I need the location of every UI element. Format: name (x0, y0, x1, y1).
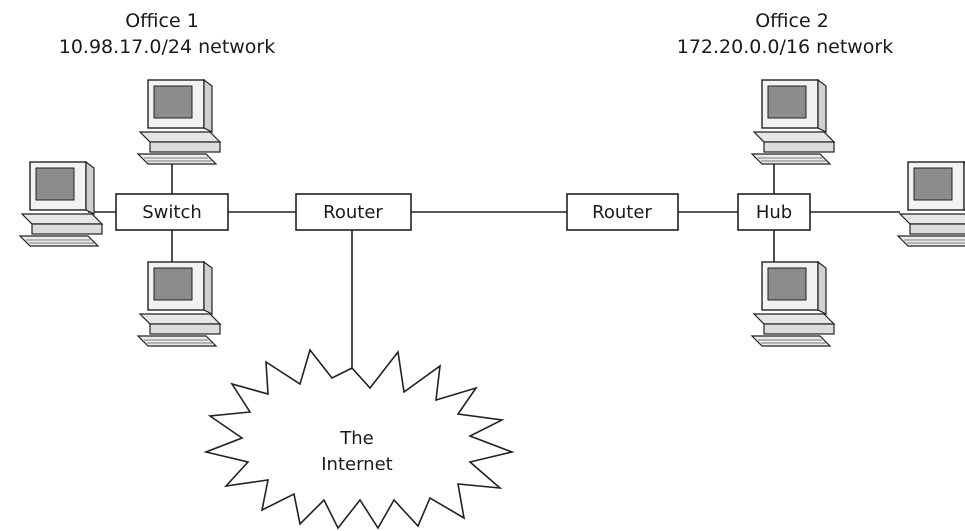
internet-label-line-1: The (339, 428, 373, 449)
computer-icon (751, 261, 835, 347)
router-1-label: Router (323, 202, 383, 223)
office-1-name: Office 1 (125, 10, 199, 32)
computer-icon (897, 161, 965, 247)
computer-icon (751, 79, 835, 165)
switch-label: Switch (142, 202, 202, 223)
router-node-office-1: Router (295, 193, 412, 231)
internet-label-line-2: Internet (321, 454, 392, 475)
hub-node: Hub (737, 193, 811, 231)
internet-starburst-shape (203, 348, 515, 530)
computer-icon (137, 261, 221, 347)
router-node-office-2: Router (566, 193, 679, 231)
computer-icon (137, 79, 221, 165)
computer-icon (19, 161, 103, 247)
office-1-network: 10.98.17.0/24 network (59, 36, 276, 58)
hub-label: Hub (756, 202, 792, 223)
router-2-label: Router (592, 202, 652, 223)
office-2-name: Office 2 (755, 10, 829, 32)
internet-cloud: The Internet (203, 348, 515, 530)
office-2-network: 172.20.0.0/16 network (677, 36, 894, 58)
switch-node: Switch (115, 193, 229, 231)
